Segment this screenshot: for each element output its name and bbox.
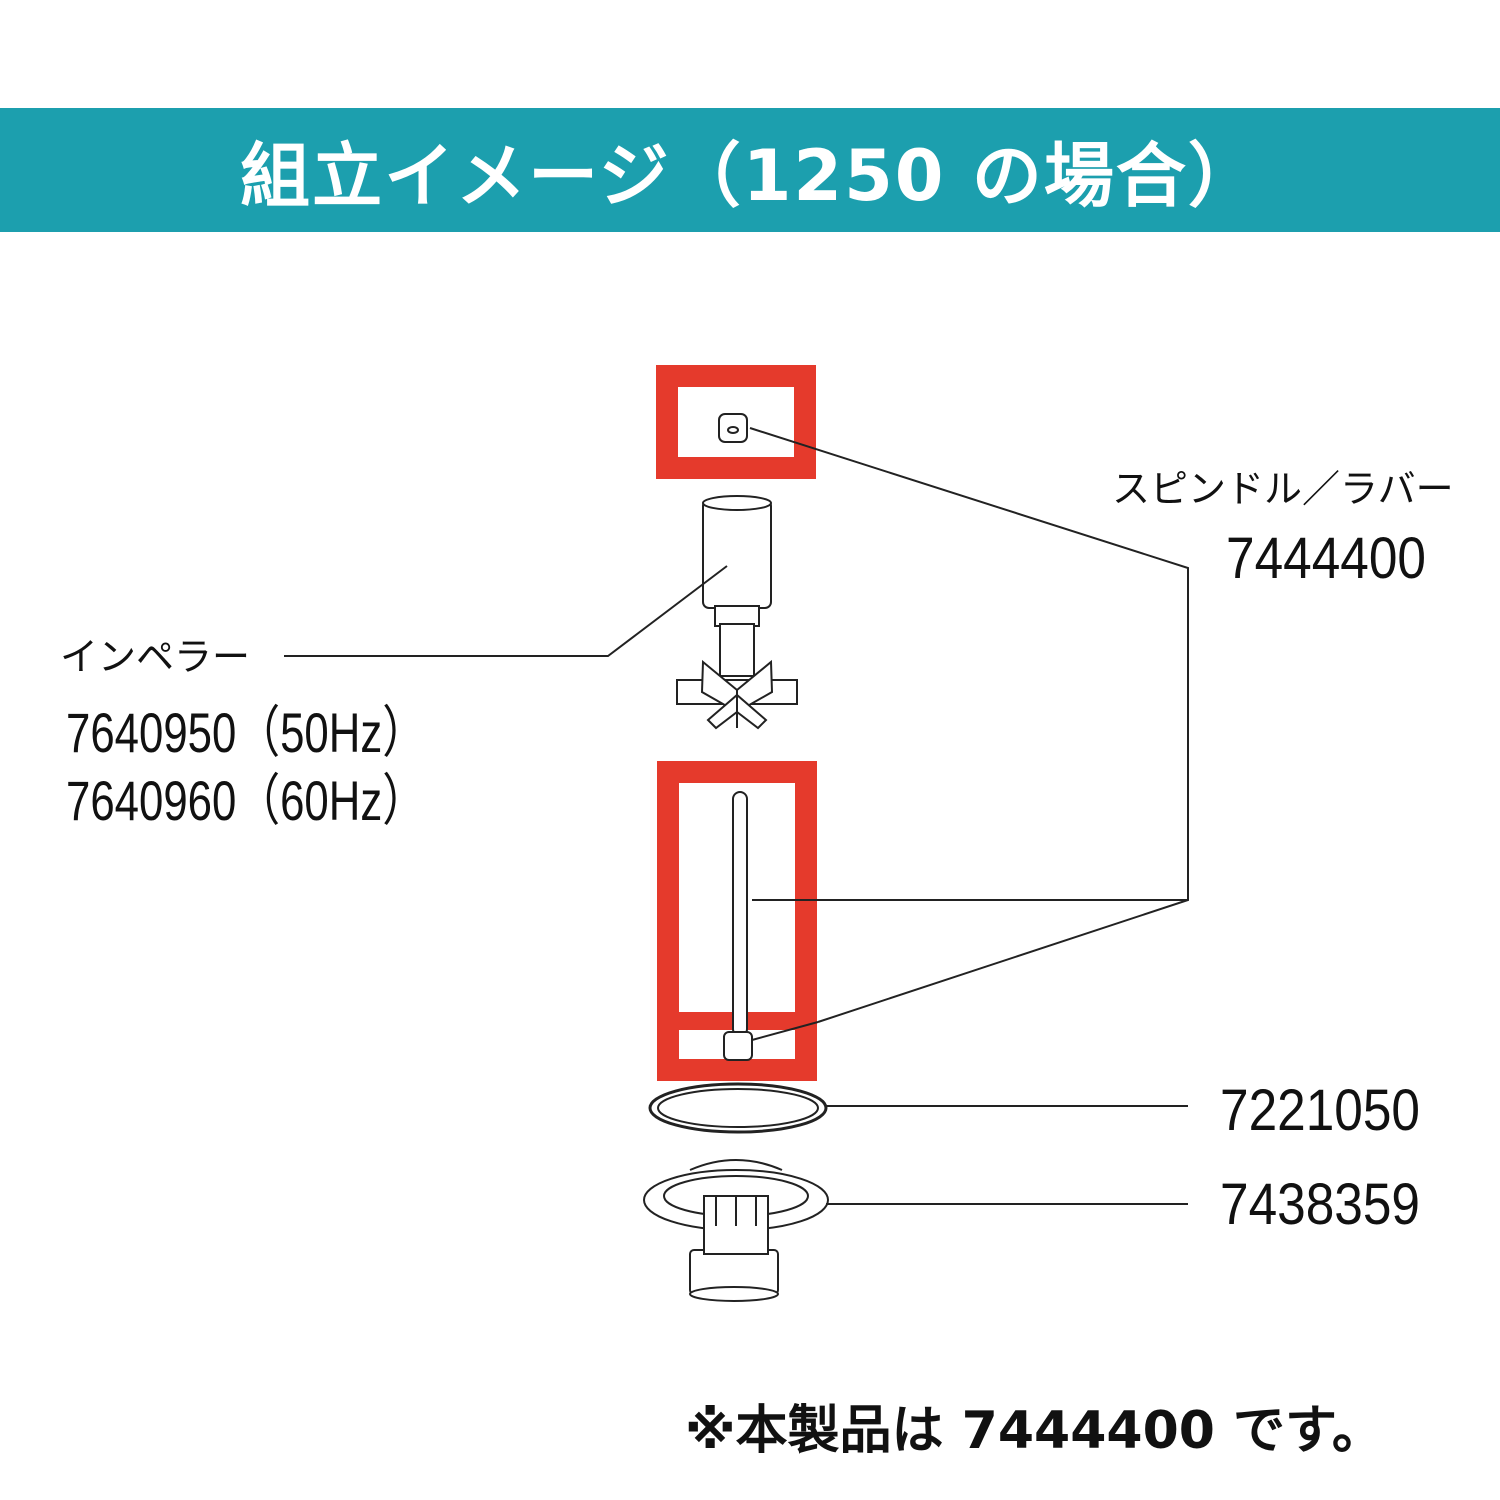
o-ring-part (648, 1082, 828, 1134)
leader-lines (284, 427, 1189, 1205)
housing-part (643, 1159, 829, 1302)
oring-code-label: 7221050 (1220, 1078, 1420, 1143)
banner-title: 組立イメージ（1250 の場合） (240, 134, 1260, 217)
impeller-part (676, 495, 798, 730)
title-banner: 組立イメージ（1250 の場合） (0, 108, 1500, 232)
impeller-name-label: インペラー (60, 637, 250, 679)
spindle-name-label: スピンドル／ラバー (1112, 469, 1454, 511)
housing-code-label: 7438359 (1220, 1172, 1420, 1237)
highlight-box-top (656, 365, 816, 479)
impeller-code-50-label: 7640950（50Hz） (66, 701, 426, 764)
spindle-shaft (723, 791, 753, 1061)
rubber-cap-top (718, 413, 748, 443)
highlight-box-spindle (657, 761, 817, 1081)
product-note: ※本製品は 7444400 です。 (685, 1401, 1384, 1461)
spindle-code-label: 7444400 (1226, 526, 1426, 591)
impeller-code-60-label: 7640960（60Hz） (66, 769, 426, 832)
